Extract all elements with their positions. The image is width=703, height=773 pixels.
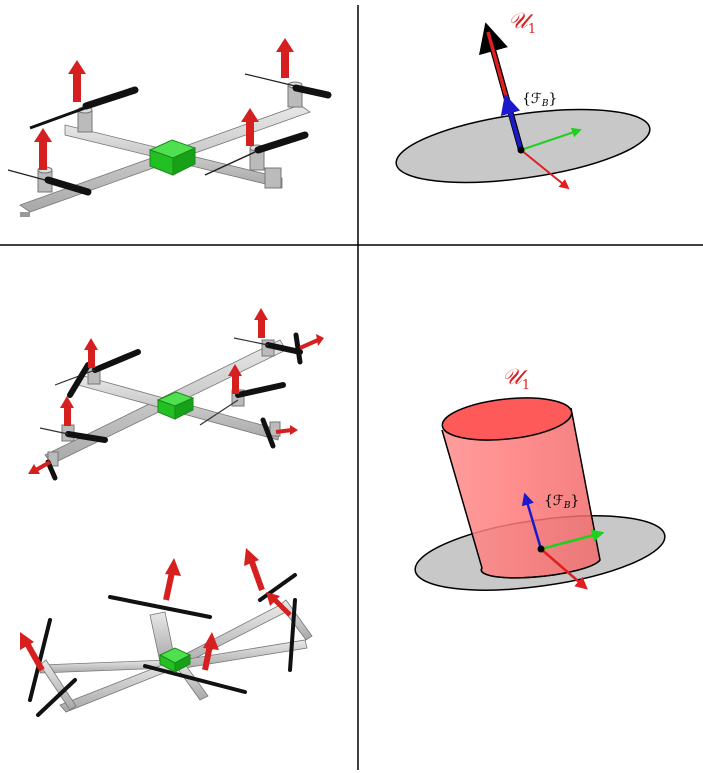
cylinder-input-set: 𝒰1 {ℱB} — [411, 365, 670, 603]
frame-label: {ℱB} — [544, 493, 579, 511]
frame-label: {ℱB} — [522, 91, 557, 109]
quadrotor-drone — [8, 38, 328, 217]
thrust-arrow — [165, 558, 181, 600]
thrust-arrow — [244, 548, 262, 590]
thrust-arrow — [60, 396, 74, 426]
thrust-arrow — [276, 38, 294, 78]
input-set-label: 𝒰1 — [508, 9, 536, 37]
disk — [392, 96, 654, 195]
hexarotor-tilted-drone — [20, 548, 312, 715]
thrust-arrow — [34, 128, 52, 170]
origin-point — [518, 147, 525, 154]
body-cube — [150, 140, 195, 175]
thrust-arrow — [68, 60, 86, 102]
origin-point — [538, 546, 545, 553]
thrust-arrow — [300, 334, 324, 348]
thrust-arrow — [254, 308, 268, 338]
thrust-arrow — [20, 632, 42, 670]
thrust-arrow — [28, 462, 50, 474]
disk-input-set: 𝒰1 {ℱB} — [392, 9, 654, 196]
input-set-label: 𝒰1 — [502, 365, 530, 393]
hexarotor-drone — [28, 308, 324, 478]
